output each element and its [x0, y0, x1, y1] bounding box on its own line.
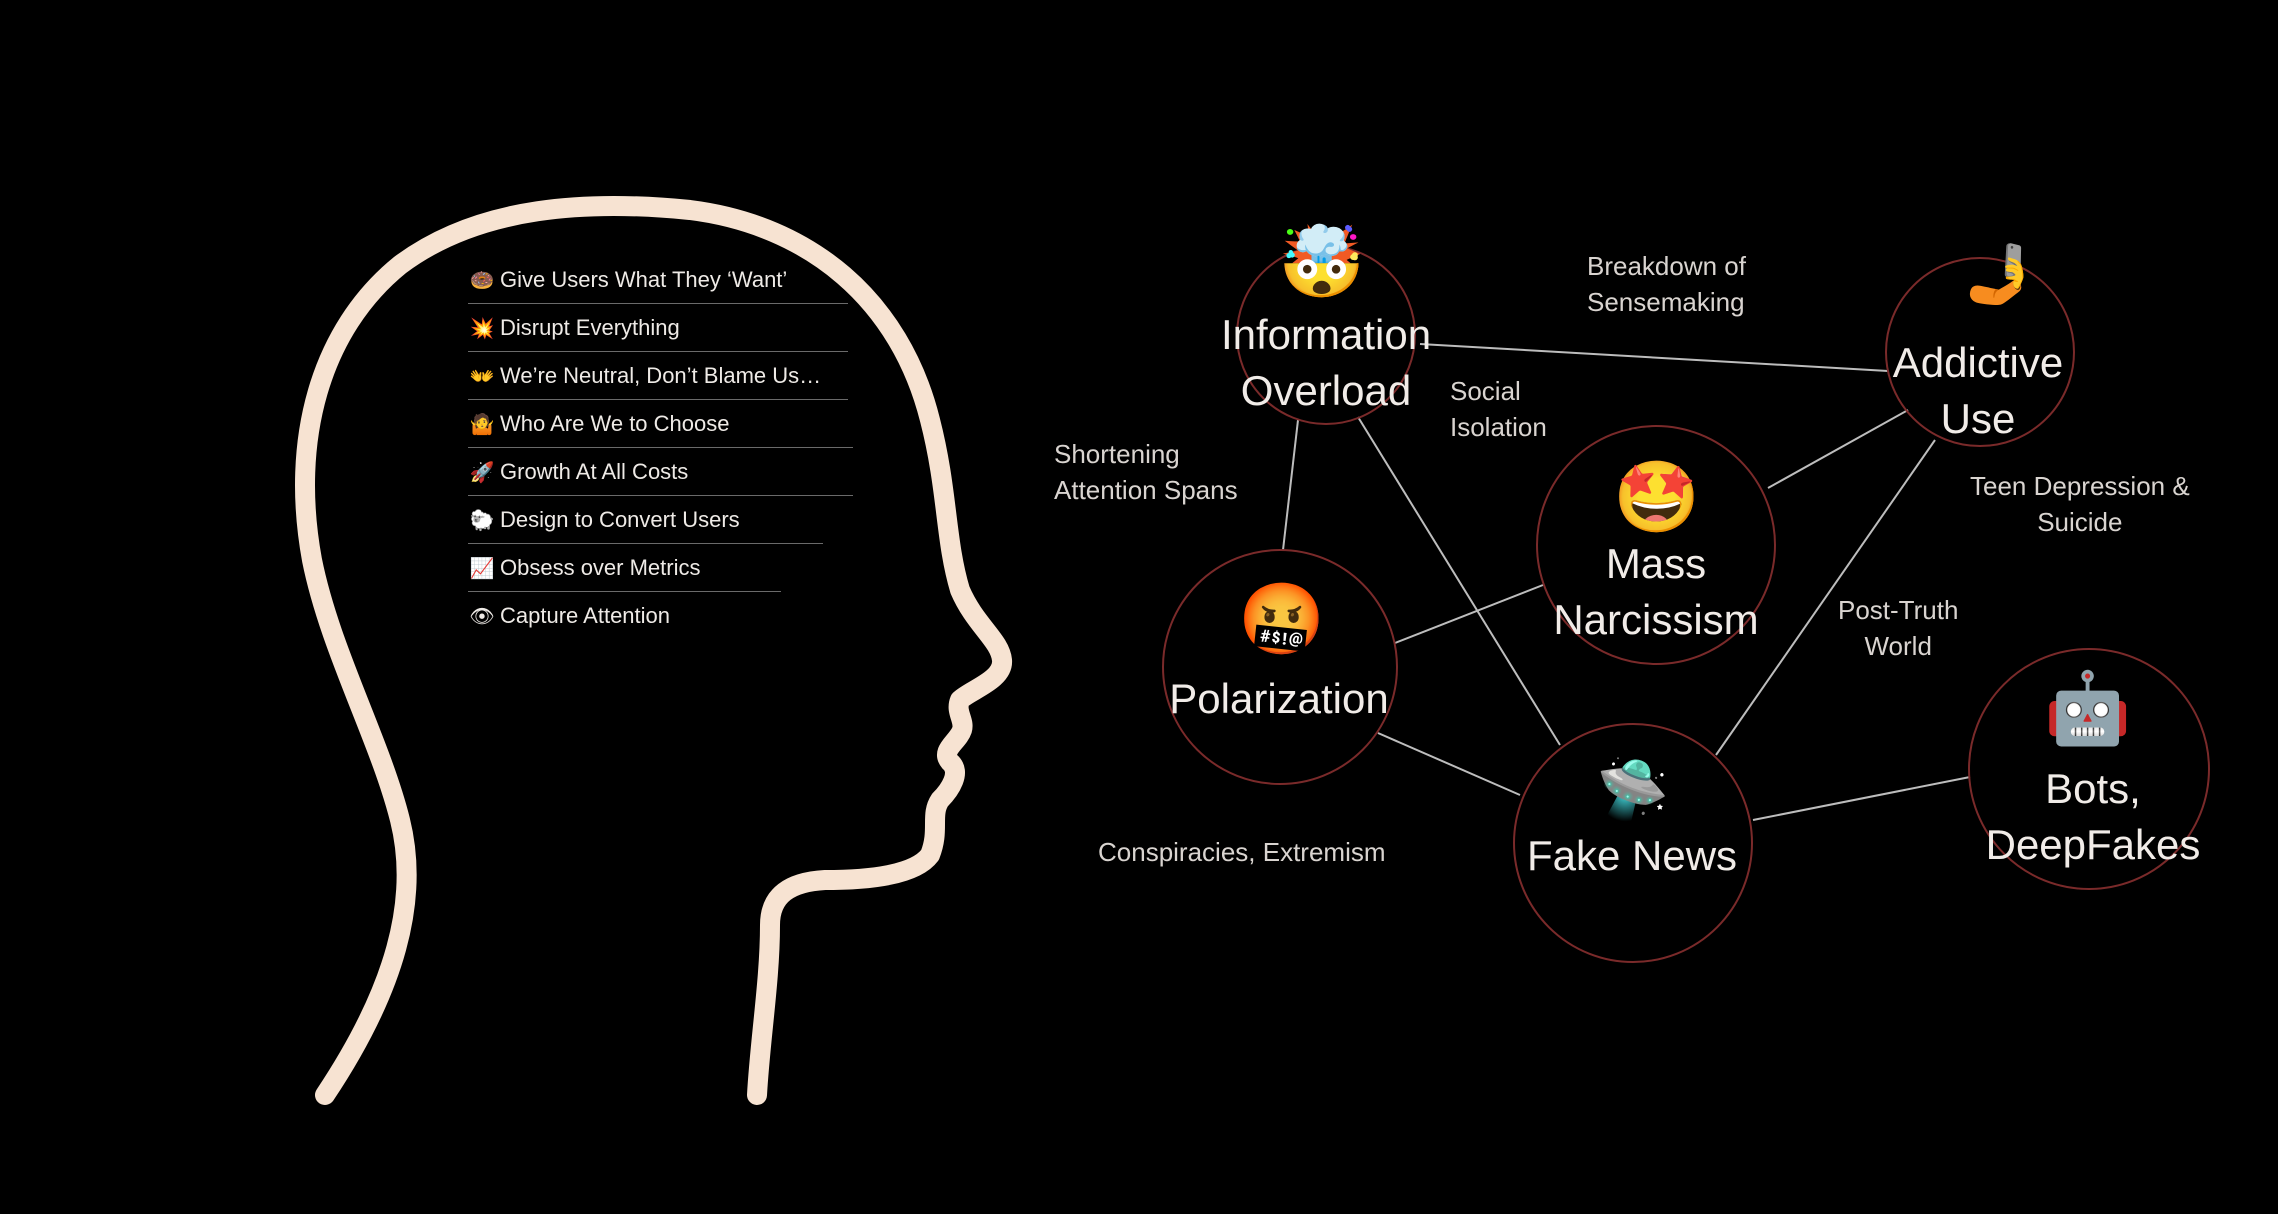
edge-narcissism-polarization — [1394, 584, 1544, 644]
robot-icon: 🤖 — [2044, 669, 2132, 747]
head-list-item: 🍩Give Users What They ‘Want’ — [468, 256, 868, 304]
list-divider — [468, 543, 823, 544]
head-list-item: 💥Disrupt Everything — [468, 304, 868, 352]
head-list-label: Design to Convert Users — [500, 507, 740, 532]
list-divider — [468, 351, 848, 352]
list-divider — [468, 303, 848, 304]
list-bullet-icon: 🤷 — [469, 413, 495, 436]
edge-polarization-fakenews — [1377, 732, 1521, 796]
head-list-label: Disrupt Everything — [500, 315, 680, 340]
head-list: 🍩Give Users What They ‘Want’💥Disrupt Eve… — [468, 256, 868, 640]
head-list-item: 🤷Who Are We to Choose — [468, 400, 868, 448]
list-bullet-icon: 🐑 — [469, 509, 495, 532]
list-divider — [468, 399, 848, 400]
edge-addictive-narcissism — [1767, 409, 1909, 489]
flying-saucer-icon: 🛸 — [1596, 757, 1670, 822]
list-bullet-icon: 💥 — [469, 317, 495, 340]
selfie-arm-icon: 🤳 — [1963, 242, 2037, 307]
head-list-item: 🐑Design to Convert Users — [468, 496, 868, 544]
ring-bots — [1968, 648, 2210, 890]
list-bullet-icon: 👁 — [469, 605, 495, 628]
head-outline — [295, 195, 1012, 1105]
label-teen-depression: Teen Depression &Suicide — [1970, 471, 2190, 537]
head-list-label: We’re Neutral, Don’t Blame Us… — [500, 363, 822, 388]
node-fake-news: Fake News — [1526, 832, 1738, 879]
head-list-item: 👐We’re Neutral, Don’t Blame Us… — [468, 352, 868, 400]
star-struck-icon: 🤩 — [1613, 458, 1701, 536]
edges — [1282, 343, 1971, 821]
edge-addictive-fakenews — [1715, 439, 1936, 756]
node-polarization: Polarization — [1169, 675, 1389, 722]
head-list-label: Capture Attention — [500, 603, 671, 628]
list-divider — [468, 495, 853, 496]
ring-overload — [1236, 245, 1416, 425]
cursing-face-icon: 🤬 — [1238, 580, 1326, 658]
edge-fakenews-bots — [1752, 776, 1971, 821]
list-divider — [468, 447, 853, 448]
edge-overload-fakenews — [1357, 416, 1561, 746]
list-bullet-icon: 🚀 — [469, 461, 495, 484]
head-list-label: Growth At All Costs — [500, 459, 689, 484]
node-rings — [1162, 245, 2210, 963]
list-divider — [468, 591, 781, 592]
ring-fakenews — [1513, 723, 1753, 963]
ring-narcissism — [1536, 425, 1776, 665]
ring-polarization — [1162, 549, 1398, 785]
label-conspiracies-extremism: Conspiracies, Extremism — [1098, 837, 1386, 867]
ring-addictive — [1885, 257, 2075, 447]
edge-overload-addictive — [1419, 343, 1889, 372]
edge-overload-polarization — [1282, 419, 1299, 551]
head-list-label: Give Users What They ‘Want’ — [500, 267, 788, 292]
exploding-head-icon: 🤯 — [1278, 223, 1366, 301]
head-list-label: Who Are We to Choose — [500, 411, 730, 436]
list-bullet-icon: 📈 — [469, 557, 495, 580]
head-list-label: Obsess over Metrics — [500, 555, 701, 580]
head-list-item: 🚀Growth At All Costs — [468, 448, 868, 496]
head-list-item: 📈Obsess over Metrics — [468, 544, 868, 592]
list-bullet-icon: 👐 — [469, 365, 495, 388]
list-bullet-icon: 🍩 — [469, 269, 495, 292]
node-bots-deepfakes: Bots,DeepFakes — [1985, 765, 2201, 868]
head-list-item: 👁Capture Attention — [468, 592, 868, 640]
